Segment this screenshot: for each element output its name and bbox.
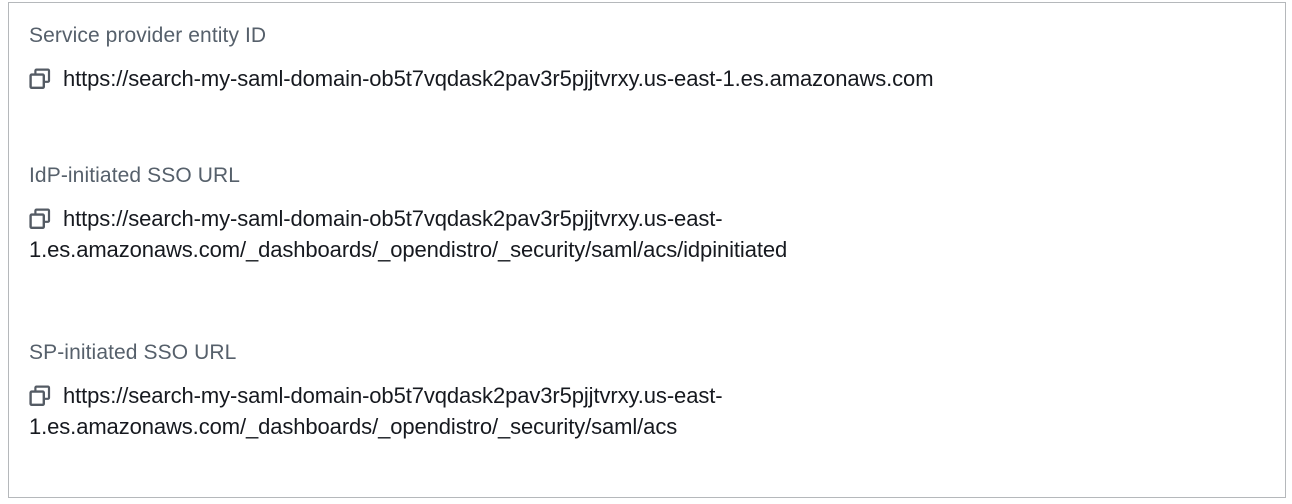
field-idp-initiated-sso-url: IdP-initiated SSO URL https://search-my-… — [17, 163, 1275, 265]
value-row-sp-initiated-sso-url: https://search-my-saml-domain-ob5t7vqdas… — [17, 380, 1275, 442]
value-sp-initiated-sso-url-line2: 1.es.amazonaws.com/_dashboards/_opendist… — [29, 414, 678, 439]
value-sp-initiated-sso-url-line1: https://search-my-saml-domain-ob5t7vqdas… — [63, 383, 723, 408]
copy-icon[interactable] — [29, 385, 51, 407]
value-wrap: https://search-my-saml-domain-ob5t7vqdas… — [29, 380, 723, 442]
value-idp-initiated-sso-url-line2: 1.es.amazonaws.com/_dashboards/_opendist… — [29, 237, 788, 262]
saml-endpoints-card: Service provider entity ID https://searc… — [8, 2, 1286, 498]
label-idp-initiated-sso-url: IdP-initiated SSO URL — [29, 164, 241, 187]
value-wrap: https://search-my-saml-domain-ob5t7vqdas… — [29, 203, 787, 265]
value-service-provider-entity-id: https://search-my-saml-domain-ob5t7vqdas… — [63, 66, 934, 91]
value-idp-initiated-sso-url-line1: https://search-my-saml-domain-ob5t7vqdas… — [63, 206, 723, 231]
label-service-provider-entity-id: Service provider entity ID — [29, 24, 267, 47]
value-row-service-provider-entity-id: https://search-my-saml-domain-ob5t7vqdas… — [17, 63, 1275, 94]
value-wrap: https://search-my-saml-domain-ob5t7vqdas… — [63, 63, 934, 94]
copy-icon[interactable] — [29, 68, 51, 90]
field-sp-initiated-sso-url: SP-initiated SSO URL https://search-my-s… — [17, 340, 1275, 442]
label-sp-initiated-sso-url: SP-initiated SSO URL — [29, 341, 237, 364]
copy-icon[interactable] — [29, 208, 51, 230]
value-row-idp-initiated-sso-url: https://search-my-saml-domain-ob5t7vqdas… — [17, 203, 1275, 265]
field-service-provider-entity-id: Service provider entity ID https://searc… — [17, 23, 1275, 94]
